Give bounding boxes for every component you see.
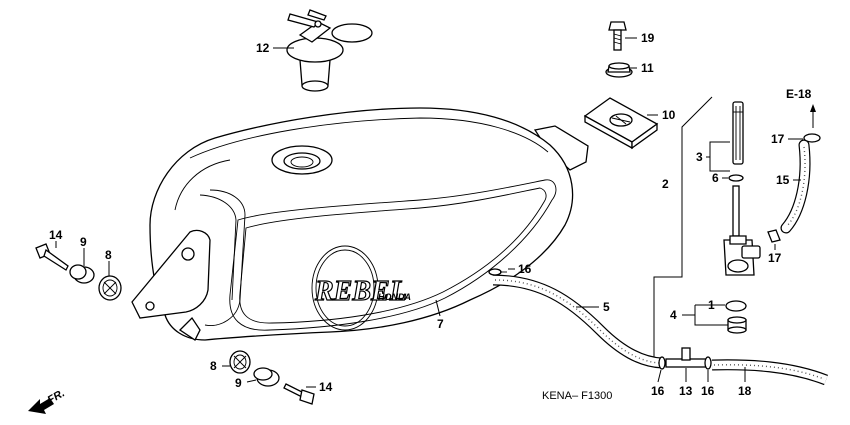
callout-4: 4 [670, 308, 677, 322]
callout-14-lower: 14 [319, 380, 333, 394]
callout-16-upper: 16 [518, 262, 532, 276]
clip-17-lower [767, 229, 781, 243]
callout-6: 6 [712, 171, 719, 185]
callout-9-front: 9 [80, 235, 87, 249]
callout-12: 12 [256, 41, 270, 55]
callout-13: 13 [679, 384, 693, 398]
front-direction-arrow-icon [28, 398, 54, 414]
bolt-14-front [35, 243, 69, 271]
callout-17-lower: 17 [768, 251, 782, 265]
callout-8-lower: 8 [210, 359, 217, 373]
clip-16-upper [488, 268, 507, 276]
o-ring-1 [725, 300, 747, 312]
callout-1: 1 [708, 298, 715, 312]
clip-16-right [704, 356, 712, 370]
callout-17-upper: 17 [771, 132, 785, 146]
fuel-strainer-3 [732, 101, 744, 165]
rubber-8-front [98, 275, 122, 301]
rubber-mount-10 [583, 97, 659, 150]
o-ring-6 [728, 174, 744, 182]
fuel-valve [723, 185, 761, 276]
callout-2: 2 [662, 177, 669, 191]
reference-e18: E-18 [786, 87, 812, 101]
callout-11: 11 [641, 61, 654, 75]
callout-16-left: 16 [651, 384, 665, 398]
cushion-11 [605, 62, 633, 78]
front-direction-label: FR. [46, 387, 67, 406]
fuel-tube-18 [711, 359, 828, 386]
collar-9-front [69, 264, 95, 284]
clip-17-upper [803, 133, 821, 143]
diagram-code: KENA– F1300 [542, 390, 612, 402]
callout-15: 15 [776, 173, 790, 187]
clip-16-left [658, 356, 666, 370]
bolt-19 [608, 21, 627, 51]
fuel-tank [131, 107, 589, 341]
callout-19: 19 [641, 31, 655, 45]
valve-assembly-bracket [653, 96, 713, 360]
fuel-tube-5 [492, 274, 663, 369]
callout-9-lower: 9 [235, 376, 242, 390]
callout-5: 5 [603, 300, 610, 314]
callout-18: 18 [738, 384, 752, 398]
drain-cap-4 [727, 316, 747, 334]
bolt-14-lower [283, 383, 315, 405]
overflow-tube-15 [780, 139, 811, 234]
callout-16-right: 16 [701, 384, 715, 398]
t-joint-13 [665, 347, 707, 368]
callout-14-front: 14 [49, 228, 63, 242]
leader-lines [55, 37, 816, 388]
callout-10: 10 [662, 108, 676, 122]
tank-logo-maker: HONDA [378, 292, 411, 302]
fuel-filler-cap [286, 9, 373, 92]
rubber-8-lower [229, 350, 251, 374]
callout-3: 3 [696, 150, 703, 164]
tank-logo-brand: REBEL [314, 276, 407, 307]
callout-8-front: 8 [105, 248, 112, 262]
collar-9-lower [253, 367, 280, 387]
callout-7: 7 [437, 317, 444, 331]
